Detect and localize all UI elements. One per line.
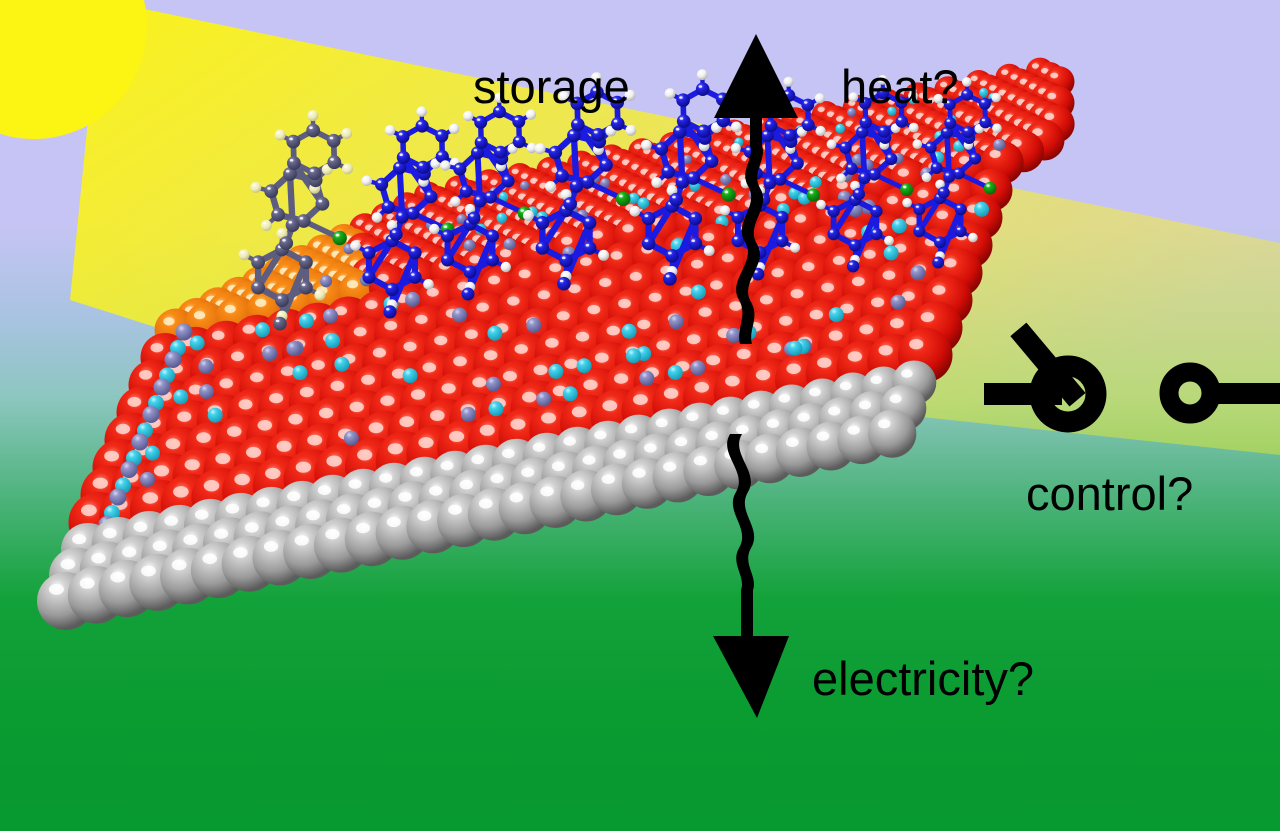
- label-storage: storage: [473, 60, 630, 113]
- switch-right-terminal: [1159, 362, 1221, 424]
- electricity-arrow: [713, 434, 789, 718]
- label-electricity: electricity?: [812, 652, 1035, 705]
- label-control: control?: [1026, 467, 1194, 520]
- switch-right-wire: [1208, 383, 1280, 404]
- storage-heat-arrow: [714, 34, 798, 344]
- switch-left-terminal: [1029, 355, 1107, 433]
- switch-lever: [1010, 322, 1086, 407]
- label-heat: heat?: [841, 60, 959, 113]
